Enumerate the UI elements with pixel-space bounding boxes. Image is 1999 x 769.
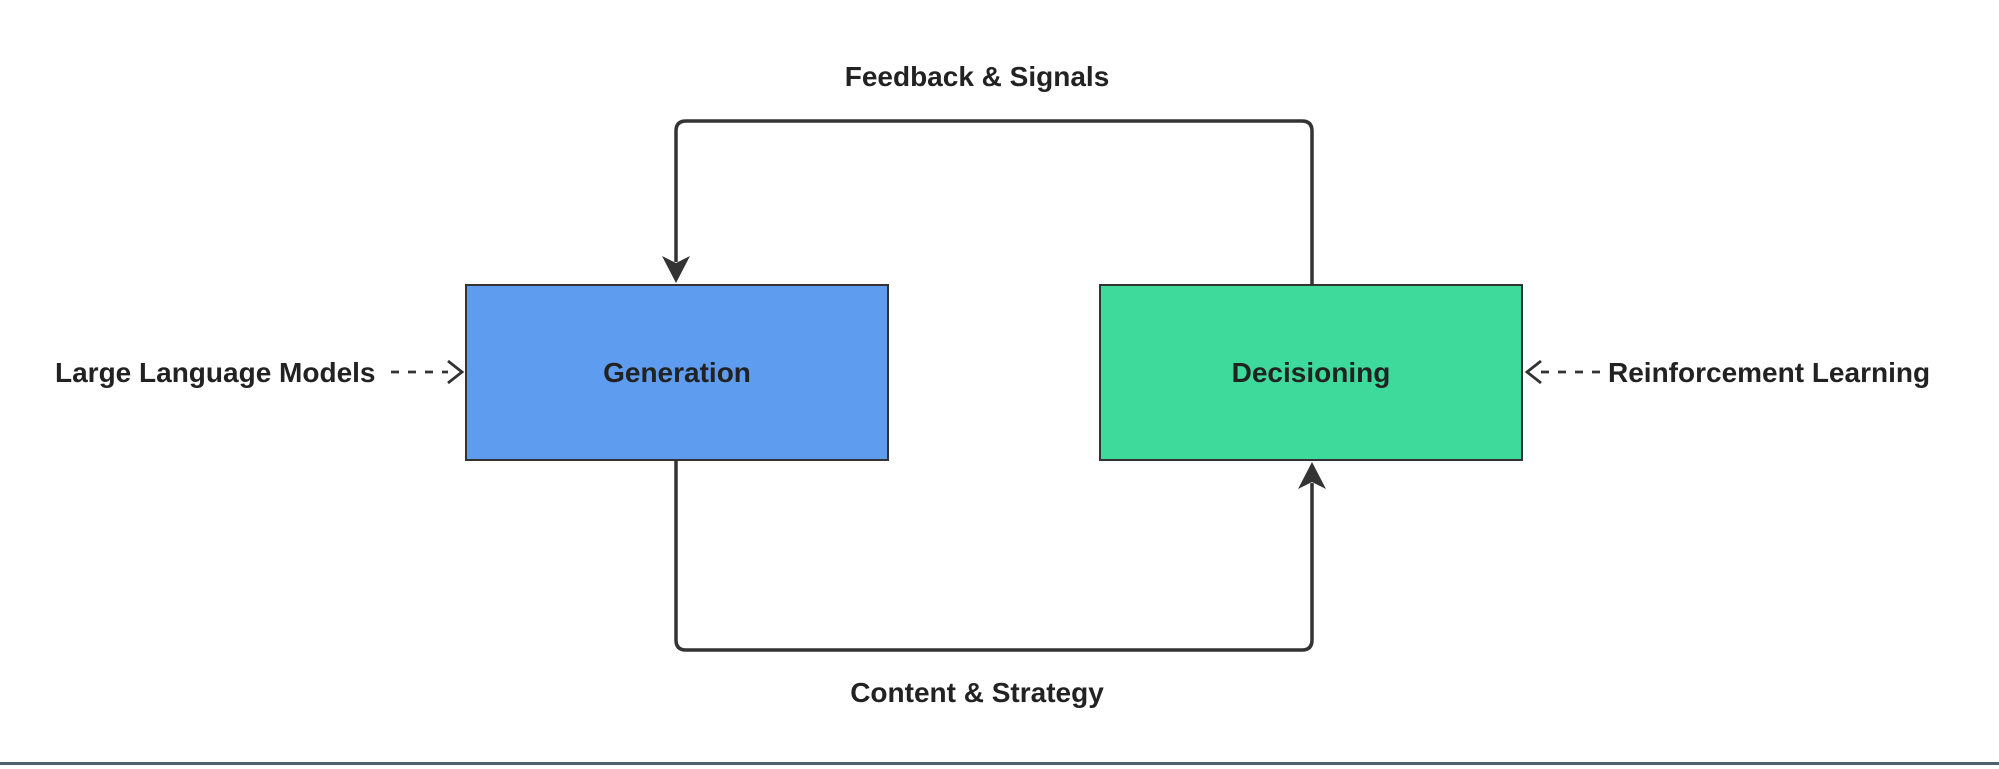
node-decisioning: Decisioning bbox=[1099, 284, 1523, 461]
content-edge-arrow-up-icon bbox=[1298, 462, 1326, 489]
bottom-rule bbox=[0, 762, 1999, 765]
side-label-llm: Large Language Models bbox=[55, 357, 376, 388]
llm-dashed-arrow-right-icon bbox=[447, 359, 465, 385]
feedback-edge bbox=[674, 119, 1314, 284]
node-decisioning-label: Decisioning bbox=[1231, 356, 1391, 388]
edge-label-feedback: Feedback & Signals bbox=[844, 61, 1110, 92]
rl-dashed-arrow-left-icon bbox=[1524, 359, 1542, 385]
feedback-edge-arrow-down-icon bbox=[662, 256, 690, 283]
node-generation-label: Generation bbox=[603, 356, 751, 388]
side-label-rl: Reinforcement Learning bbox=[1608, 357, 1931, 388]
content-edge bbox=[674, 461, 1314, 652]
node-generation: Generation bbox=[465, 284, 889, 461]
edge-label-content: Content & Strategy bbox=[850, 677, 1104, 708]
